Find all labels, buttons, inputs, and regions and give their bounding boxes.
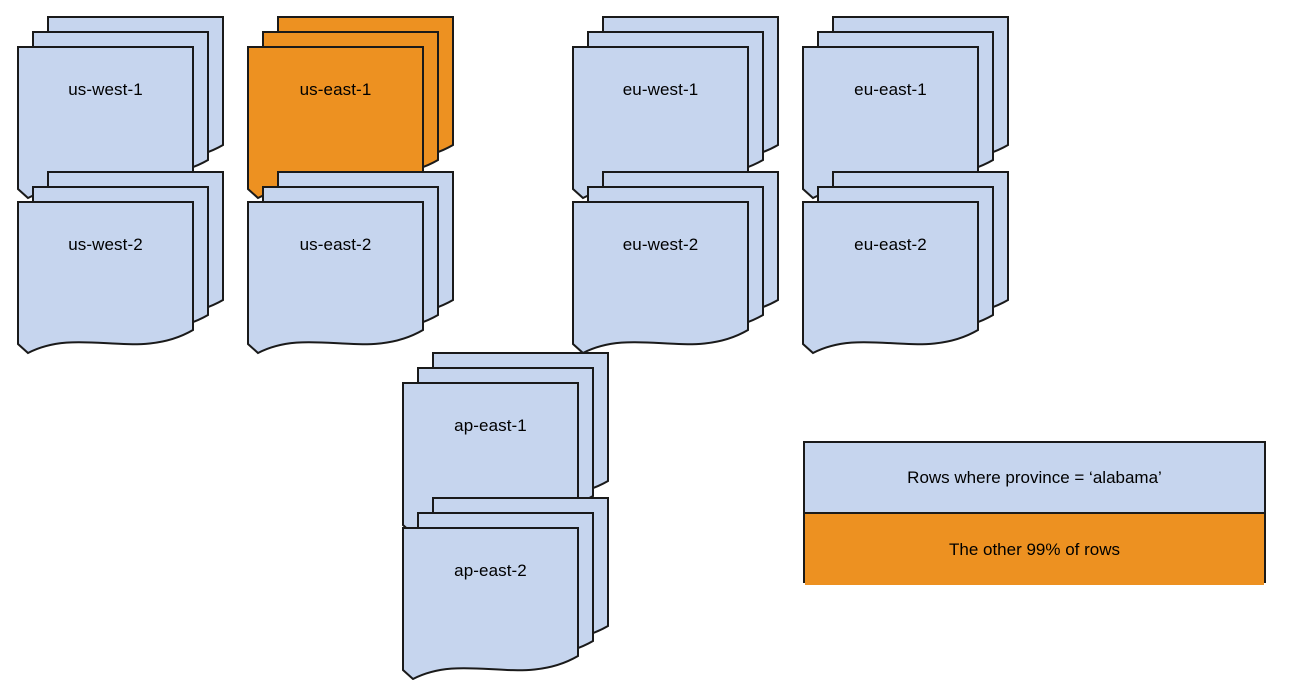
region-stack-us-west-1[interactable]: us-west-1	[0, 0, 224, 200]
region-stack-ap-east-1[interactable]: ap-east-1	[385, 336, 609, 536]
legend-label-rows-alabama: Rows where province = ‘alabama’	[907, 467, 1162, 487]
document-sheet-front	[17, 201, 194, 355]
document-stack-icon	[572, 171, 779, 355]
document-sheet-front	[402, 527, 579, 680]
document-stack-icon	[17, 16, 224, 200]
document-sheet-front	[802, 201, 979, 355]
legend-label-other-rows: The other 99% of rows	[948, 539, 1121, 559]
region-stack-us-east-1[interactable]: us-east-1	[230, 0, 454, 200]
document-stack-icon	[802, 171, 1009, 355]
document-stack-icon	[247, 16, 454, 200]
document-stack-icon	[17, 171, 224, 355]
region-stack-us-west-2[interactable]: us-west-2	[0, 155, 224, 355]
document-stack-icon	[572, 16, 779, 200]
region-stack-us-east-2[interactable]: us-east-2	[230, 155, 454, 355]
document-stack-icon	[247, 171, 454, 355]
legend: Rows where province = ‘alabama’ The othe…	[803, 441, 1266, 585]
region-stack-eu-west-1[interactable]: eu-west-1	[555, 0, 779, 200]
document-stack-icon	[402, 497, 609, 680]
document-stack-icon	[402, 352, 609, 536]
legend-item-rows-alabama: Rows where province = ‘alabama’	[805, 443, 1264, 514]
document-sheet-front	[247, 201, 424, 355]
document-sheet-front	[572, 201, 749, 355]
region-stack-eu-east-1[interactable]: eu-east-1	[785, 0, 1009, 200]
legend-item-other-rows: The other 99% of rows	[805, 514, 1264, 585]
region-stack-ap-east-2[interactable]: ap-east-2	[385, 481, 609, 680]
region-stack-eu-east-2[interactable]: eu-east-2	[785, 155, 1009, 355]
document-stack-icon	[802, 16, 1009, 200]
region-stack-eu-west-2[interactable]: eu-west-2	[555, 155, 779, 355]
